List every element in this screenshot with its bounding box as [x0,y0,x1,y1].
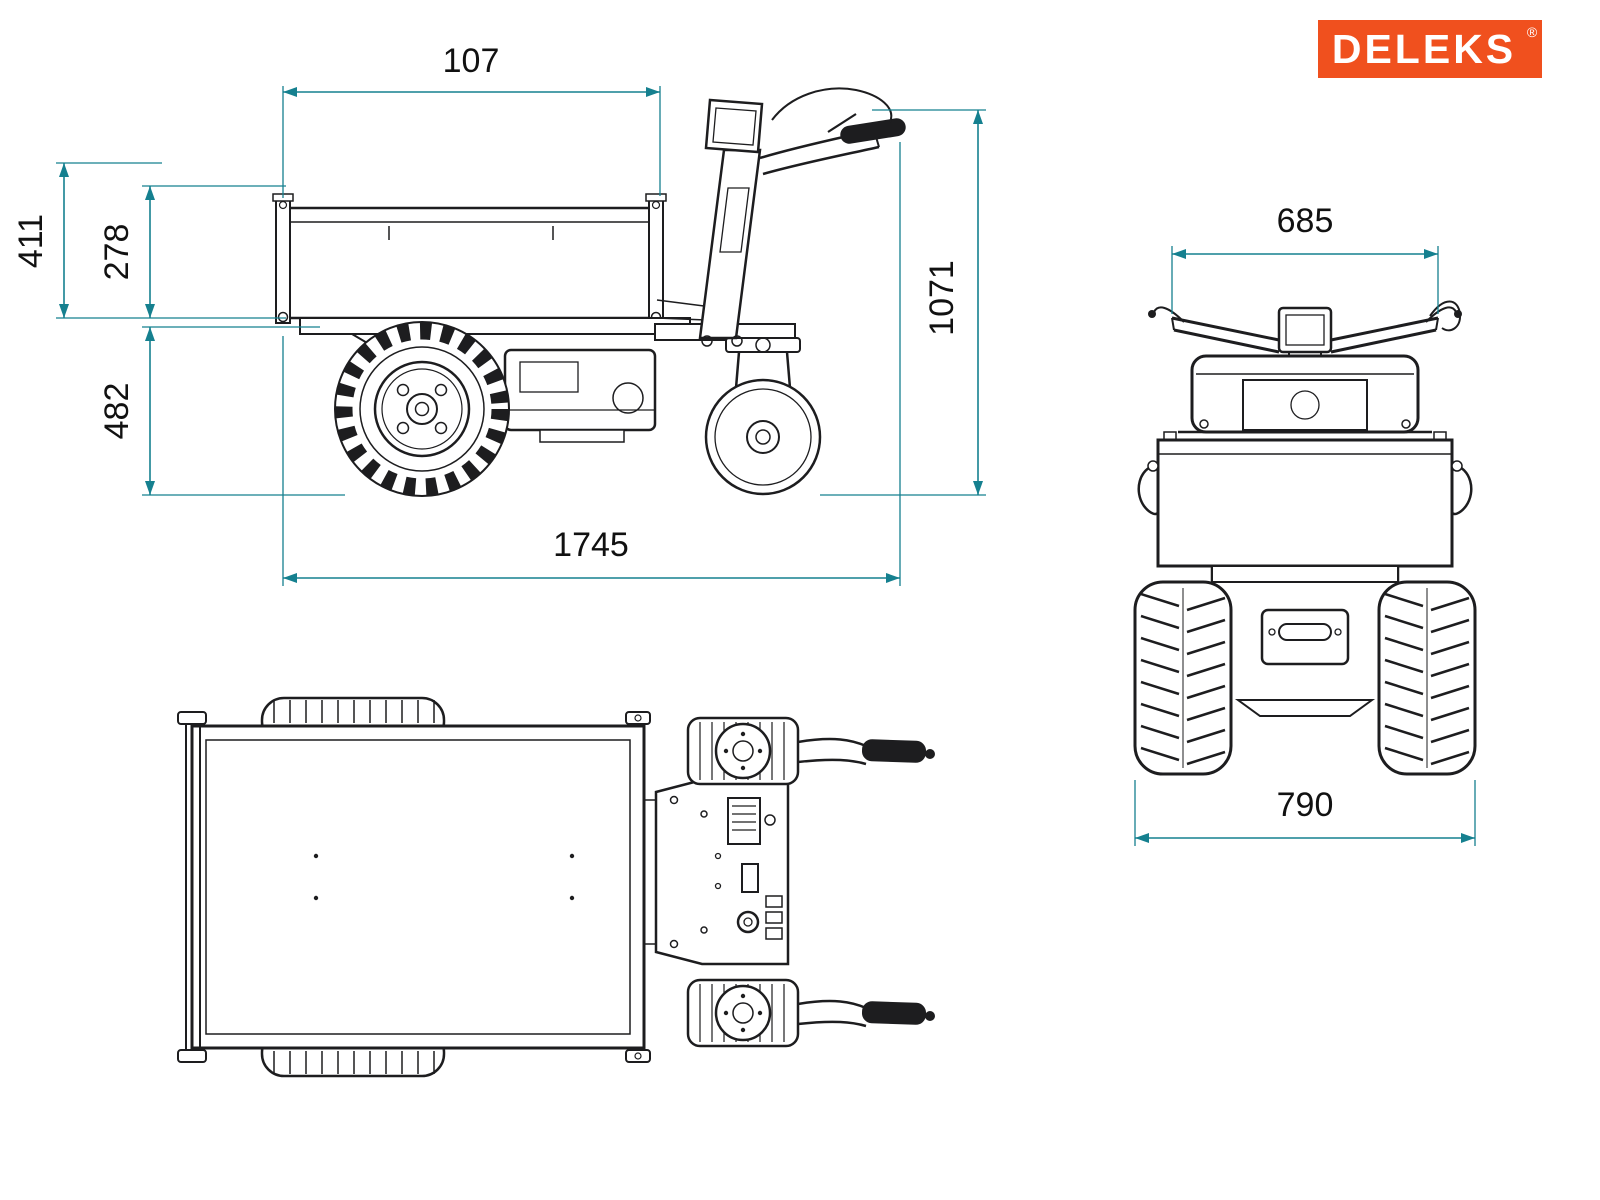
side-view [272,87,906,497]
dimension-label-overall-height: 1071 [923,260,961,336]
side-view-dump-bed [272,193,667,324]
dimension-label-upper-width: 685 [1277,202,1334,240]
left-latch [1137,462,1160,516]
side-view-handle-column [698,87,906,347]
dimension-label-ground-to-bed: 482 [98,383,136,440]
handle-grip [840,118,906,144]
logo-registered-mark: ® [1527,24,1538,40]
handle-grip [861,1001,927,1025]
control-panel-box [1277,306,1333,354]
cable-loop [1429,300,1462,332]
dimension-label-bed-depth: 278 [98,224,136,281]
front-view-dimensions: 685 790 [1134,202,1476,846]
throttle-cable [771,87,893,123]
dimension-label-track-width: 790 [1277,786,1334,824]
front-view-left-tire [1133,580,1233,776]
top-view-lower-motor [686,978,935,1048]
handle-grip [861,739,927,763]
side-view-engine-box [503,348,657,443]
side-view-drive-wheel [334,321,510,497]
logo-background [1318,20,1542,78]
front-view-handlebars [1148,300,1462,359]
top-view-bed [177,711,651,1063]
side-view-dimensions: 107 411 278 482 1071 1745 [12,42,986,586]
left-lever [1153,306,1185,323]
control-lever [827,113,857,133]
right-latch [1450,462,1473,516]
front-view-guard-frame [1178,354,1432,434]
control-panel-box [704,98,764,154]
top-view-upper-motor [686,716,935,786]
top-view-console [644,778,790,966]
front-view [1133,300,1477,776]
dimension-label-left-outer-height: 411 [12,214,50,268]
dimension-label-overall-length: 1745 [553,526,629,564]
side-view-caster-wheel [654,323,822,496]
top-view [177,696,935,1078]
logo-brand-text: DELEKS [1332,26,1516,72]
brand-logo: DELEKS ® [1318,20,1542,78]
dimension-label-top-length: 107 [443,42,500,80]
right-lever [1425,306,1457,323]
front-view-right-tire [1377,580,1477,776]
front-view-chassis [1210,565,1400,717]
front-view-bed [1137,431,1473,568]
